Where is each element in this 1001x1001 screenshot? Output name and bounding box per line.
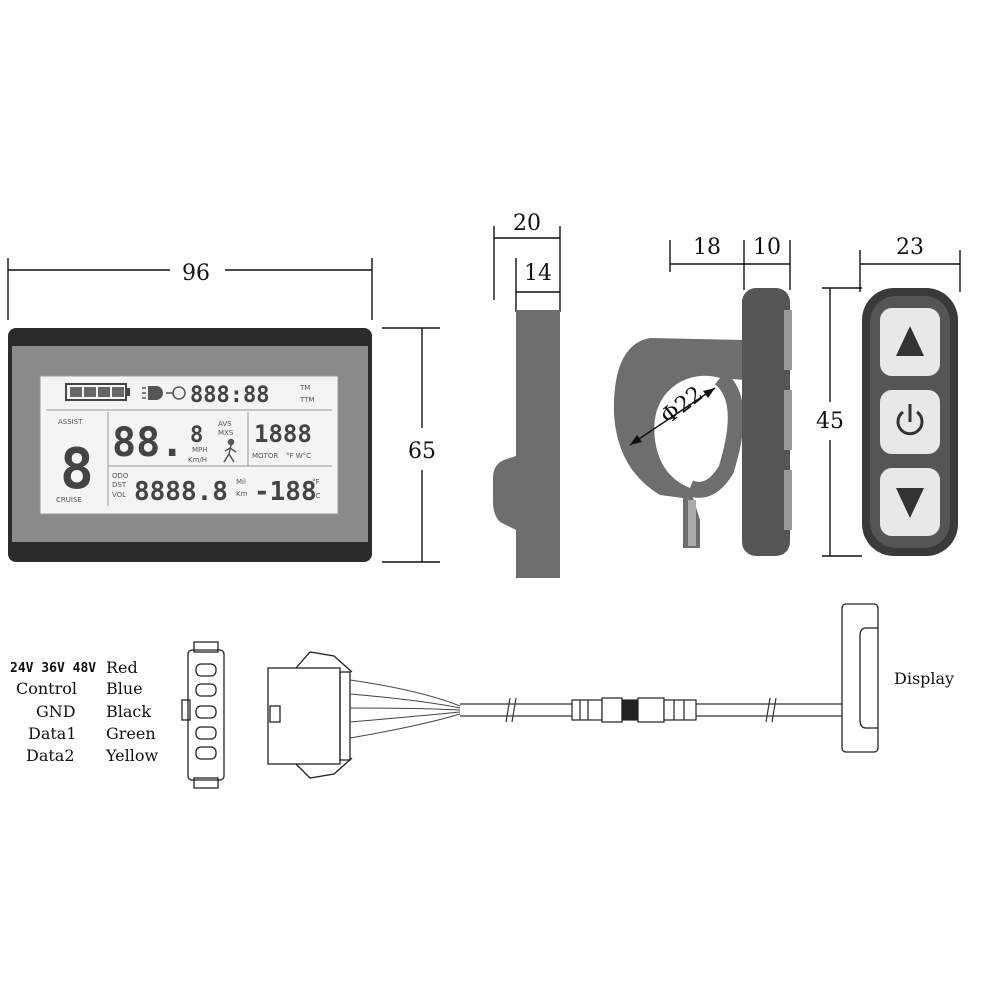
remote-side-body — [742, 288, 790, 556]
headlight-icon — [142, 386, 163, 400]
connector-pinout — [181, 641, 225, 789]
speed-small-digit: 8 — [190, 423, 203, 448]
mxs-label: MXS — [218, 429, 234, 437]
remote-width-label: 23 — [896, 235, 924, 260]
voltage-color-label: Red — [106, 658, 138, 677]
color-green: Green — [106, 724, 156, 743]
temp-units-label: °F W°C — [286, 452, 311, 460]
motor-label: MOTOR — [252, 452, 278, 460]
walk-assist-icon — [223, 438, 237, 463]
display-width-label: 96 — [182, 261, 210, 286]
error-icon — [166, 386, 186, 400]
display-height-label: 65 — [408, 439, 436, 464]
tm-label: TM — [299, 384, 310, 392]
signal-data1: Data1 — [28, 724, 77, 743]
side-depth-outer-label: 20 — [513, 211, 541, 236]
deg-c-label: °C — [312, 492, 321, 500]
clamp-side-view: 18 10 Φ22 — [613, 235, 792, 556]
main-cable — [460, 697, 572, 723]
up-arrow-icon — [896, 326, 924, 356]
side-profile — [493, 310, 560, 578]
wire-bundle — [349, 679, 461, 739]
assist-digit: 8 — [60, 437, 94, 502]
remote-front-view: 23 45 — [816, 235, 961, 557]
color-yellow: Yellow — [105, 746, 159, 765]
cruise-label: CRUISE — [56, 496, 82, 504]
cable-to-display — [696, 697, 842, 723]
km-label: Km — [236, 490, 248, 498]
ttm-label: TTM — [299, 396, 314, 404]
down-button[interactable] — [880, 468, 940, 536]
voltage-label: 24V 36V 48V — [10, 661, 96, 676]
wiring-diagram: 24V 36V 48V Red Control Blue GND Black D… — [10, 603, 954, 789]
avs-label: AVS — [218, 420, 232, 428]
clamp-ring-inner — [687, 371, 744, 498]
color-black: Black — [106, 702, 151, 721]
mph-label: MPH — [192, 446, 208, 454]
clamp-width-a-label: 18 — [693, 235, 721, 260]
mil-label: Mil — [236, 478, 246, 486]
display-end-unit — [841, 603, 879, 753]
side-depth-inner-label: 14 — [524, 261, 552, 286]
display-side-view: 20 14 — [493, 211, 561, 578]
clamp-ring — [613, 338, 744, 548]
speed-digits: 88. — [112, 420, 184, 466]
time-digits: 888:88 — [190, 383, 269, 408]
kmh-label: Km/H — [188, 456, 207, 464]
down-arrow-icon — [896, 488, 924, 518]
vol-label: VOL — [112, 491, 126, 499]
clamp-width-b-label: 10 — [753, 235, 781, 260]
display-front-view: 96 65 888:88 TM T — [7, 258, 440, 563]
temp-digits: -188 — [254, 477, 317, 507]
odo-digits: 8888.8 — [134, 477, 228, 507]
up-button[interactable] — [880, 308, 940, 376]
deg-f-label: °F — [312, 478, 320, 486]
dst-label: DST — [112, 481, 127, 489]
power-digits: 1888 — [254, 420, 312, 448]
color-blue: Blue — [106, 679, 143, 698]
power-icon — [896, 404, 924, 436]
battery-icon — [65, 383, 130, 401]
remote-height-label: 45 — [816, 409, 844, 434]
assist-label: ASSIST — [58, 418, 83, 426]
signal-gnd: GND — [36, 702, 76, 721]
signal-control: Control — [16, 679, 77, 698]
inline-connector — [571, 697, 697, 723]
power-button[interactable] — [880, 390, 940, 454]
odo-label: ODO — [112, 472, 129, 480]
signal-data2: Data2 — [26, 746, 75, 765]
connector-plug — [267, 651, 353, 779]
display-label: Display — [894, 669, 954, 688]
